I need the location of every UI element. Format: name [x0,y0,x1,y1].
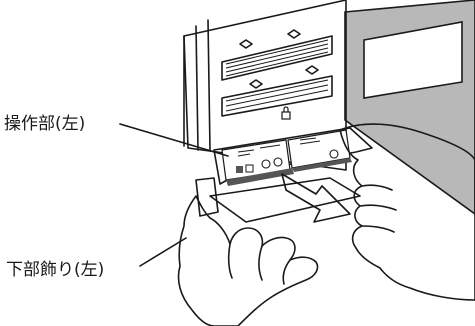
upper-slot [221,29,333,89]
left-hand [177,195,319,326]
pull-direction-arrow [281,173,351,223]
operation-panel-left [213,127,373,186]
right-hand [339,123,475,301]
lower-trim-left [195,177,361,223]
callout-lower-trim-left: 下部飾り(左) [6,260,105,280]
leader-lines [119,123,229,267]
unit-front-face [183,0,347,171]
callout-operation-panel-left: 操作部(左) [4,114,86,134]
cabinet-side-panel [344,0,475,215]
lower-slot [221,75,333,120]
